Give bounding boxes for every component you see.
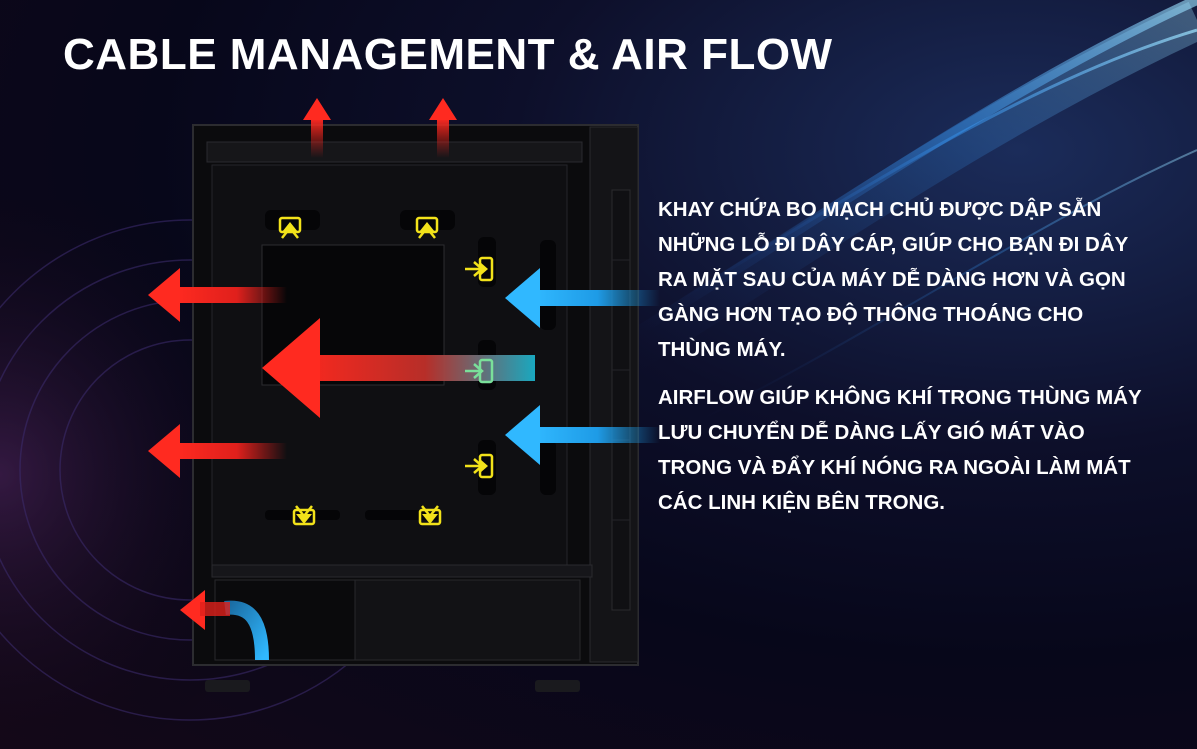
cable-management-description: KHAY CHỨA BO MẠCH CHỦ ĐƯỢC DẬP SẴN NHỮNG… bbox=[658, 198, 1129, 361]
intake-arrow-icon bbox=[180, 590, 269, 661]
cable-routing-arrow-icon bbox=[465, 358, 494, 384]
page-title: CABLE MANAGEMENT & AIR FLOW bbox=[63, 30, 833, 79]
exhaust-arrow-icon bbox=[148, 268, 287, 478]
airflow-description: AIRFLOW GIÚP KHÔNG KHÍ TRONG THÙNG MÁY L… bbox=[658, 386, 1142, 514]
exhaust-arrow-icon bbox=[262, 318, 535, 418]
case-body bbox=[192, 124, 639, 692]
intake-arrow-icon bbox=[505, 268, 660, 465]
exhaust-arrow-icon bbox=[303, 98, 457, 158]
cable-routing-arrow-icon bbox=[282, 222, 488, 524]
